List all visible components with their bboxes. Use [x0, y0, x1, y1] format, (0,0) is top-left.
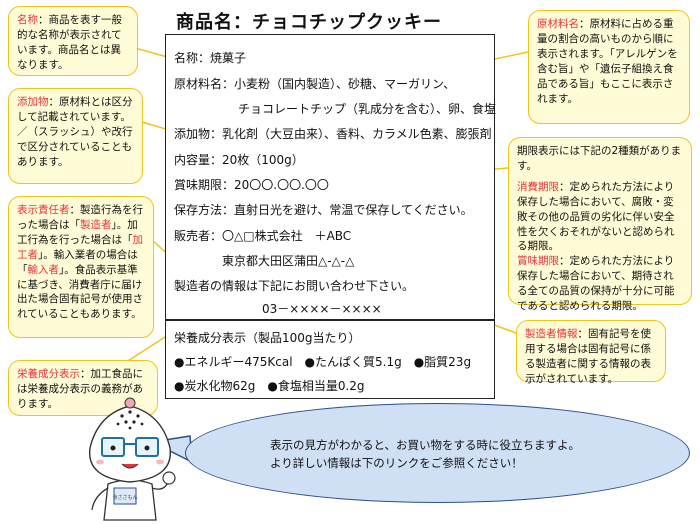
label-seller-address: 東京都大田区蒲田△-△-△	[222, 254, 355, 268]
callout-tenkabutsu-term: 添加物	[17, 96, 49, 108]
callout-hyoji-kako: 加工者	[17, 233, 143, 261]
callout-kigen-shomi-term: 賞味期限	[517, 255, 559, 268]
callout-meisho: 名称：商品を表す一般的な名称が表示されています。商品名とは異なります。	[8, 6, 138, 76]
callout-hyoji-term: 表示責任者	[17, 204, 70, 216]
callout-hyoji: 表示責任者：製造行為を行った場合は「製造者」。加工行為を行った場合は「加工者」。…	[8, 196, 154, 338]
callout-hyoji-text-2: 」。加工行為を行った場合は「	[17, 218, 138, 246]
mascot-badge: 食ささもん	[112, 494, 137, 501]
label-ingredients-2: チョコレートチップ（乳成分を含む）、卵、食塩	[238, 102, 497, 116]
speech-bubble-text: 表示の見方がわかると、お買い物をする時に役立ちますよ。 より詳しい情報は下のリン…	[270, 437, 580, 473]
food-label-box: 名称：焼菓子 原材料名：小麦粉（国内製造）、砂糖、マーガリン、 チョコレートチッ…	[165, 34, 497, 320]
product-title: 商品名：チョコチップクッキー	[176, 12, 442, 33]
callout-kigen-intro: 期限表示には下記の2種類があります。	[517, 145, 682, 172]
nutrition-box: 栄養成分表示（製品100g当たり） ●エネルギー475Kcal ●たんぱく質5.…	[165, 320, 495, 399]
callout-hyoji-seizo: 製造者	[80, 218, 112, 231]
label-maker-info: 製造者の情報は下記にお問い合わせ下さい。	[174, 279, 415, 293]
callout-hyoji-text-1: ：製造行為を行った場合は「	[17, 204, 143, 231]
callout-eiyo-term: 栄養成分表示	[17, 368, 80, 380]
speech-bubble	[185, 403, 690, 503]
mascot-onigiri-icon: 食ささもん	[89, 397, 176, 521]
nutrition-row-1: ●エネルギー475Kcal ●たんぱく質5.1g ●脂質23g	[174, 355, 472, 369]
label-expiry: 賞味期限：20〇〇.〇〇.〇〇	[174, 178, 329, 192]
callout-meisho-text: ：商品を表す一般的な名称が表示されています。商品名とは異なります。	[17, 14, 122, 71]
callout-hyoji-text-4: 」。食品表示基準に基づき、消費者庁に届け出た場合固有記号が使用されていることもあ…	[17, 263, 143, 321]
callout-kigen: 期限表示には下記の2種類があります。 消費期限：定められた方法により保存した場合…	[508, 137, 692, 312]
label-ingredients-1: 原材料名：小麦粉（国内製造）、砂糖、マーガリン、	[174, 77, 456, 91]
label-storage: 保存方法：直射日光を避け、常温で保存してください。	[174, 203, 473, 217]
label-seller: 販売者：〇△□株式会社 ＋ABC	[174, 229, 352, 243]
callout-kigen-shomi-text: ：定められた方法により保存した場合において、期待される全ての品質の保持が十分に可…	[517, 255, 675, 313]
label-phone: 03－××××－××××	[262, 302, 382, 316]
callout-seizosha-text: ：固有記号を使用する場合は固有記号に係る製造者に関する情報の表示がされています。	[525, 328, 651, 385]
callout-tenkabutsu: 添加物：原材料とは区分して記載されています。／（スラッシュ）や改行で区分されてい…	[8, 88, 143, 184]
callout-meisho-term: 名称	[17, 14, 38, 26]
nutrition-row-2: ●炭水化物62g ●食塩相当量0.2g	[174, 379, 365, 393]
callout-hyoji-yunyu: 輸入者	[27, 263, 60, 276]
label-content: 内容量：20枚（100g）	[174, 153, 304, 167]
label-name: 名称：焼菓子	[174, 51, 247, 65]
callout-genzairyo-text: ：原材料に占める重量の割合の高いものから順に表示されます。「アレルゲンを含む旨」…	[537, 18, 678, 105]
callout-hyoji-text-3: 」。輸入業者の場合は「	[17, 248, 138, 276]
speech-bubble-line-1: 表示の見方がわかると、お買い物をする時に役立ちますよ。	[270, 438, 581, 452]
callout-kigen-shohi-text: ：定められた方法により保存した場合において、腐敗・変敗その他の品質の劣化に伴い安…	[517, 180, 675, 253]
callout-genzairyo: 原材料名：原材料に占める重量の割合の高いものから順に表示されます。「アレルゲンを…	[528, 10, 690, 124]
callout-seizosha: 製造者情報：固有記号を使用する場合は固有記号に係る製造者に関する情報の表示がされ…	[516, 320, 666, 385]
callout-tenkabutsu-text: ：原材料とは区分して記載されています。／（スラッシュ）や改行で区分されていること…	[17, 96, 133, 168]
label-additives: 添加物：乳化剤（大豆由来）、香料、カラメル色素、膨張剤	[174, 127, 492, 141]
speech-bubble-line-2: より詳しい情報は下のリンクをご参照ください！	[270, 455, 523, 470]
callout-kigen-shohi-term: 消費期限	[517, 180, 559, 193]
nutrition-header: 栄養成分表示（製品100g当たり）	[174, 331, 361, 345]
callout-seizosha-term: 製造者情報	[525, 328, 578, 340]
callout-genzairyo-term: 原材料名	[537, 18, 579, 30]
callout-eiyo-text: ：加工食品には栄養成分表示の義務があります。	[17, 368, 143, 410]
